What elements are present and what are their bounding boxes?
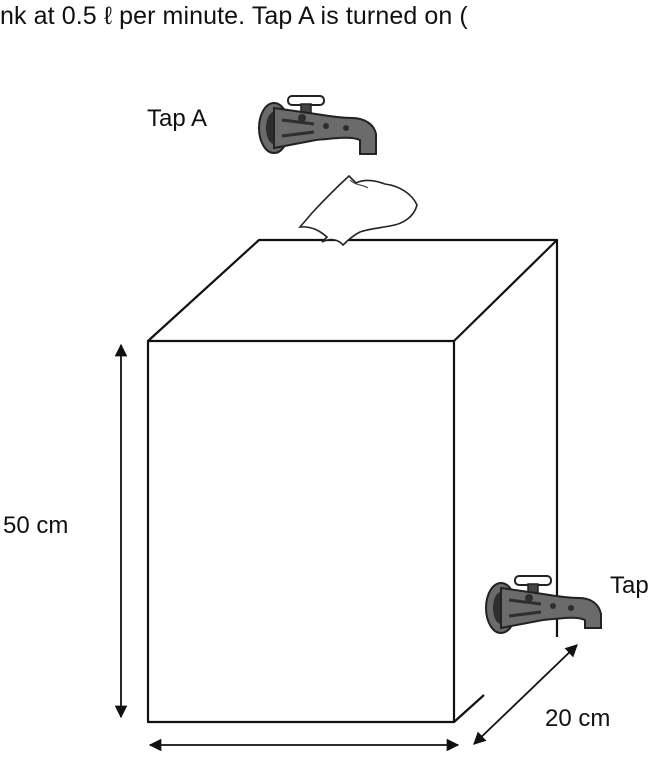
water-stream — [298, 174, 418, 247]
depth-dimension-arrow — [473, 644, 578, 745]
tank-cuboid — [146, 238, 559, 724]
tap-a-icon — [258, 95, 377, 155]
tap-b-label: Tap — [610, 572, 649, 599]
height-label: 50 cm — [3, 512, 69, 539]
tank-side-bottom-edge — [453, 694, 485, 723]
tank-top-face — [147, 238, 559, 342]
depth-label: 20 cm — [545, 705, 611, 732]
tap-a-label: Tap A — [147, 105, 208, 132]
tap-b-icon — [485, 575, 602, 634]
tank-front-face — [146, 339, 456, 724]
problem-text-fragment: nk at 0.5 ℓ per minute. Tap A is turned … — [0, 2, 468, 30]
